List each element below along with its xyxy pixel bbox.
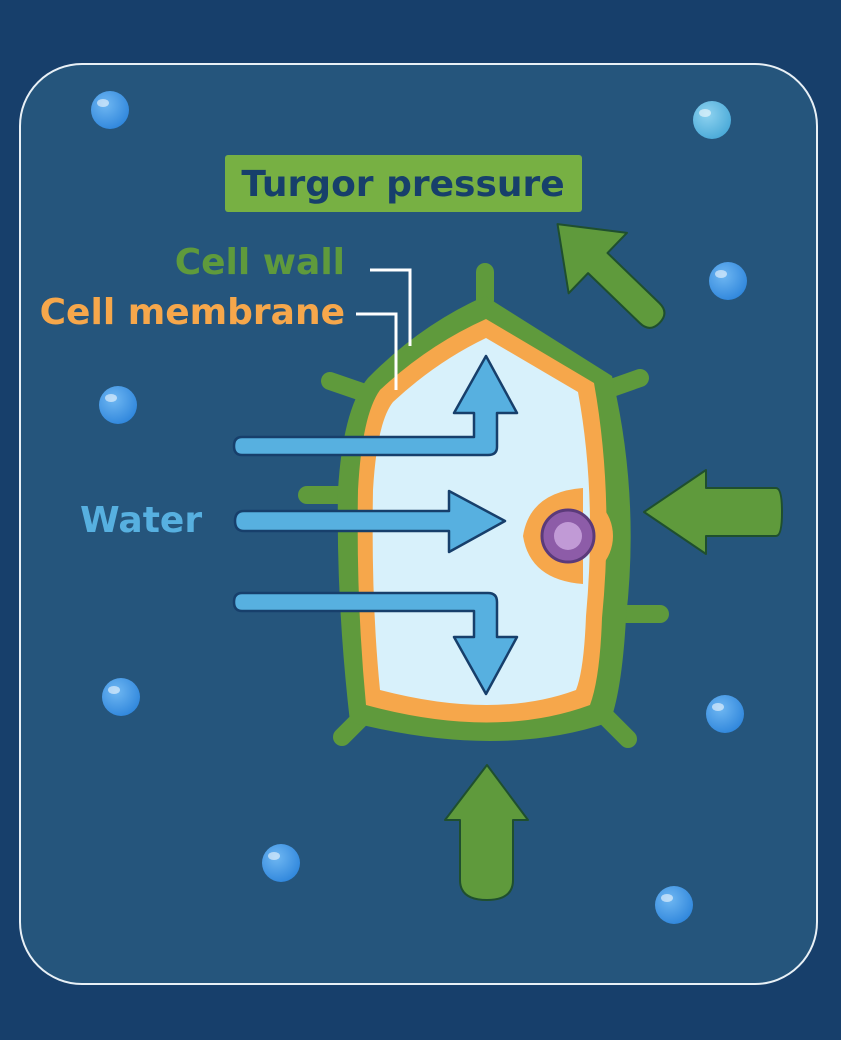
cell-membrane-label: Cell membrane [40, 292, 345, 333]
title-box [225, 155, 582, 212]
water-droplet [693, 101, 731, 139]
page-title: Turgor pressure [241, 164, 564, 205]
cell-wall-label: Cell wall [175, 242, 345, 283]
water-label: Water [80, 500, 202, 541]
water-droplet [262, 844, 300, 882]
water-droplets [91, 91, 747, 924]
water-arrow-top [232, 354, 519, 457]
water-droplet [91, 91, 129, 129]
water-droplet [102, 678, 140, 716]
water-droplet [655, 886, 693, 924]
water-droplet [99, 386, 137, 424]
water-droplet [709, 262, 747, 300]
cell-membrane-leader-line [356, 312, 398, 390]
pressure-arrow-right [643, 469, 783, 555]
nucleus [540, 508, 596, 564]
cell-wall-leader-line [370, 268, 412, 346]
water-arrow-bottom [232, 591, 519, 696]
pressure-arrow-bottom [444, 764, 529, 901]
water-droplet [706, 695, 744, 733]
water-arrow-middle [233, 489, 507, 554]
pressure-arrow-top-right [556, 223, 666, 329]
